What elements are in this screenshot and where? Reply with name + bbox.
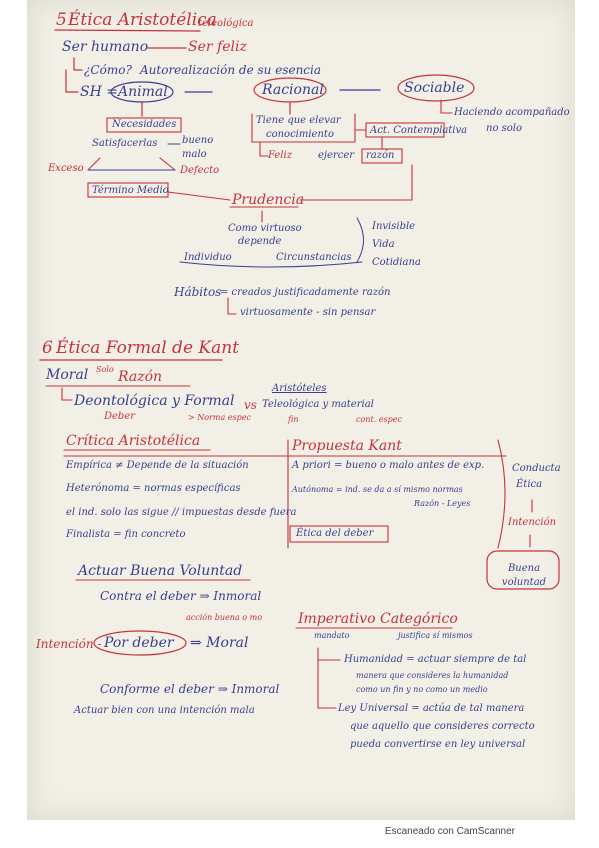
heteronoma-label: Heterónoma = normas específicas (66, 483, 241, 494)
etica-deber-label: Ética del deber (296, 528, 374, 539)
section5-subtitle: teleológica (198, 18, 254, 29)
section6-number: 6 (42, 338, 53, 358)
ley-universal-line1: Ley Universal = actúa de tal manera (338, 703, 525, 714)
racional-label: Racional (262, 82, 324, 98)
ind-solo-label: el ind. solo las sigue // impuestas desd… (66, 507, 297, 518)
buena-voluntad-label: Buena voluntad (501, 563, 547, 588)
teleologica-label: Teleológica y material (262, 399, 374, 410)
individuo-label: Individuo (184, 252, 232, 263)
bueno-label: bueno (182, 135, 214, 146)
no-solo: no solo (486, 123, 523, 134)
depende-label: depende (238, 236, 282, 247)
finalista-label: Finalista = fin concreto (66, 529, 186, 540)
conducta-label: Conducta (512, 463, 561, 474)
ley-universal-line3: pueda convertirse en ley universal (350, 739, 526, 750)
haciendo-acompanado: Haciendo acompañado (454, 107, 570, 118)
tiene-que-label: Tiene que elevar (256, 115, 341, 126)
humanidad-line3: como un fin y no como un medio (356, 685, 488, 694)
norma-espec-label: > Norma espec (188, 413, 251, 422)
necesidades-label: Necesidades (112, 119, 177, 130)
conocimiento-label: conocimiento (266, 129, 334, 140)
section6-title: Ética Formal de Kant (56, 338, 240, 358)
malo-label: malo (182, 149, 207, 160)
accion-buena-label: acción buena o mo (186, 613, 263, 622)
mandato-label: mandato (314, 631, 350, 640)
vs-label: vs (244, 398, 257, 412)
razon-label: razón (366, 150, 395, 161)
virtuosamente-label: virtuosamente - sin pensar (240, 307, 376, 318)
feliz-label: Feliz (268, 150, 292, 161)
imperativo-title: Imperativo Categórico (298, 611, 458, 627)
propuesta-title: Propuesta Kant (292, 438, 402, 454)
razon-leyes-label: Razón - Leyes (414, 499, 471, 508)
conforme-label: Conforme el deber ⇒ Inmoral (100, 682, 280, 696)
defecto-label: Defecto (180, 165, 220, 176)
humanidad-line2: manera que consideres la humanidad (356, 671, 509, 680)
critica-title: Crítica Aristotélica (66, 433, 201, 449)
prudencia-label: Prudencia (232, 192, 305, 208)
fin-label: fin (288, 415, 299, 424)
sh-label: SH = (80, 84, 118, 100)
contra-deber-label: Contra el deber ⇒ Inmoral (100, 589, 262, 603)
animal-label: Animal (118, 84, 168, 100)
autonoma-label: Autónoma = ind. se da a sí mismo normas (292, 485, 463, 494)
ser-humano: Ser humano (62, 39, 149, 55)
section5-title: Ética Aristotélica (68, 10, 217, 30)
invisible-label: Invisible (372, 221, 416, 232)
habitos-def: = creados justificadamente razón (220, 287, 391, 298)
termino-medio-label: Término Medio (92, 185, 169, 196)
intencion-label: Intención (508, 517, 557, 528)
moral-result-label: ⇒ Moral (190, 635, 249, 651)
deber-label: Deber (104, 411, 136, 422)
justifica-label: justifica sí mismos (398, 631, 473, 640)
intencion2-label: Intención - (36, 637, 102, 651)
exceso-label: Exceso (48, 163, 84, 174)
sociable-label: Sociable (404, 80, 465, 96)
scanner-footer: Escaneado con CamScanner (384, 826, 515, 837)
section5-number: 5 (56, 10, 67, 30)
circunstancias-label: Circunstancias (276, 252, 352, 263)
humanidad-line1: Humanidad = actuar siempre de tal (344, 654, 527, 665)
por-deber-label: Por deber (104, 635, 174, 651)
actuar-bien-label: Actuar bien con una intención mala (74, 705, 255, 716)
habitos-label: Hábitos (174, 285, 222, 299)
a-priori-label: A priori = bueno o malo antes de exp. (292, 460, 485, 471)
autorrealizacion: Autorealización de su esencia (140, 63, 322, 77)
moral-label: Moral (46, 367, 89, 383)
como-question: ¿Cómo? (84, 63, 132, 77)
act-contemplacion-label: Act. Contemplativa (370, 125, 468, 136)
actuar-title: Actuar Buena Voluntad (78, 563, 243, 579)
aristoteles-label: Aristóteles (272, 383, 327, 394)
vida-label: Vida (372, 239, 395, 250)
moral-razon: Razón (118, 369, 163, 385)
como-virtuoso-label: Como virtuoso (228, 223, 302, 234)
ley-universal-line2: que aquello que consideres correcto (350, 721, 535, 732)
ejercer-label: ejercer (318, 150, 355, 161)
etica-label: Ética (516, 479, 543, 490)
moral-solo: Solo (96, 365, 114, 374)
empirica-label: Empírica ≠ Depende de la situación (66, 460, 249, 471)
deontologica-label: Deontológica y Formal (74, 393, 235, 409)
satisfacerlas-label: Satisfacerlas (92, 138, 158, 149)
cotidiana-label: Cotidiana (372, 257, 421, 268)
ser-feliz: Ser feliz (188, 39, 247, 55)
cont-espec-label: cont. espec (356, 415, 402, 424)
